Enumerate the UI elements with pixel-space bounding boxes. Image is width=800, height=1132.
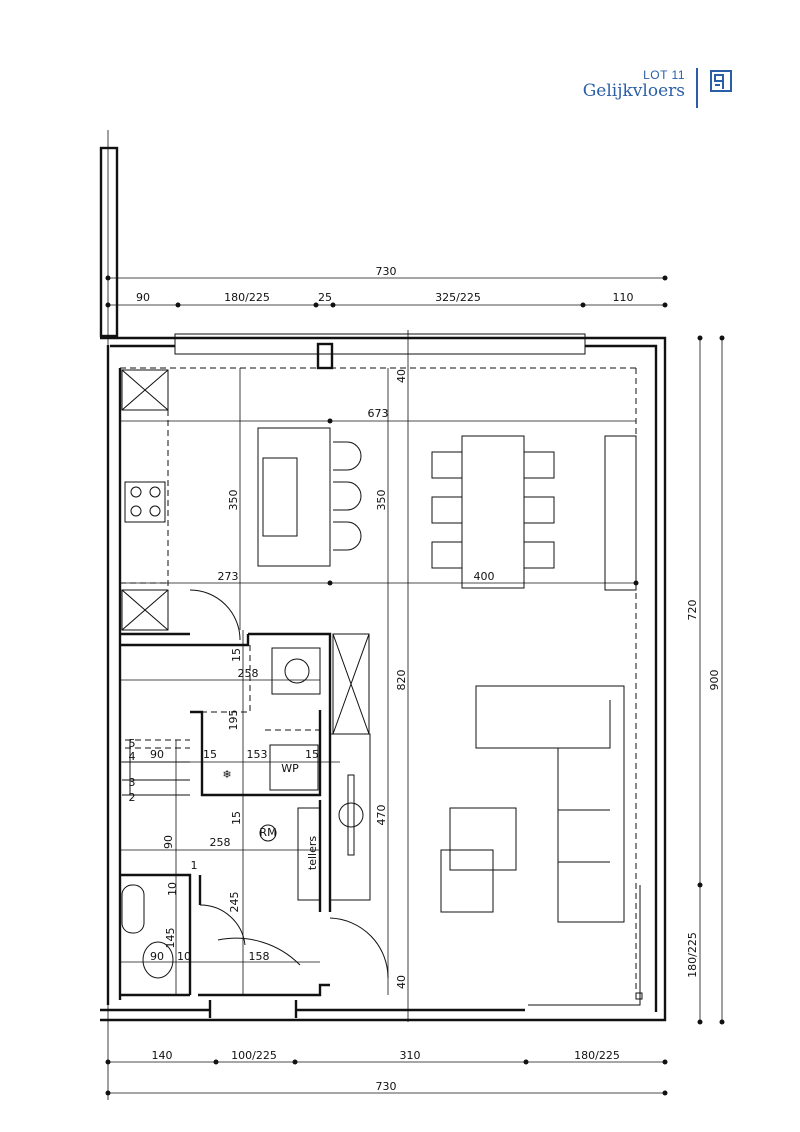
dim-label: 258 [210, 836, 231, 849]
cooktop [124, 481, 166, 523]
cabinet [121, 369, 169, 411]
dim-label: 258 [238, 667, 259, 680]
coffee-table [449, 807, 517, 871]
header: LOT 11 Gelijkvloers [583, 68, 685, 100]
dim-label: 820 [395, 670, 408, 691]
dim-top-seg: 25 [318, 291, 332, 304]
dim-top-seg: 325/225 [435, 291, 481, 304]
dim-bottom-total: 730 [376, 1080, 397, 1093]
dim-label: 90 [150, 748, 164, 761]
dim-label: 153 [247, 748, 268, 761]
walls [99, 146, 667, 1022]
dim-label: 90 [150, 950, 164, 963]
stair-step: 3 [129, 776, 136, 789]
dim-top-seg: 110 [613, 291, 634, 304]
dim-top-seg: 90 [136, 291, 150, 304]
floorplan-icon [710, 70, 732, 92]
dim-label: 195 [227, 710, 240, 731]
kitchen-island [257, 427, 331, 567]
dim-right: 720 [686, 600, 699, 621]
dim-label: 15 [203, 748, 217, 761]
floor-title: Gelijkvloers [582, 81, 685, 101]
meters-cabinet [297, 807, 321, 901]
dim-label: 245 [228, 892, 241, 913]
heat-pump-label: WP [281, 762, 299, 775]
dim-label: 470 [375, 805, 388, 826]
dim-top-total: 730 [376, 265, 397, 278]
washing-machine [271, 647, 321, 695]
dim-label: 40 [395, 369, 408, 383]
dim-label: 400 [474, 570, 495, 583]
freezer-icon: ❄ [222, 768, 231, 781]
dim-bottom-seg: 310 [400, 1049, 421, 1062]
dim-label: 10 [166, 882, 179, 896]
meters-label: tellers [306, 836, 319, 870]
dim-label: 350 [375, 490, 388, 511]
dim-label: 350 [227, 490, 240, 511]
dim-bottom-seg: 140 [152, 1049, 173, 1062]
rm-label: RM [259, 826, 276, 839]
washbasin [121, 884, 145, 934]
dim-label: 273 [218, 570, 239, 583]
dimension-labels: 730 90 180/225 25 325/225 110 140 100/22… [129, 265, 722, 1093]
dim-right: 900 [708, 670, 721, 691]
dim-bottom-seg: 100/225 [231, 1049, 277, 1062]
stair-step: 5 [129, 737, 136, 750]
lot-number: LOT 11 [643, 68, 685, 82]
dim-right: 180/225 [686, 932, 699, 978]
dim-label: 158 [249, 950, 270, 963]
dim-label: 145 [164, 928, 177, 949]
dim-label: 15 [230, 811, 243, 825]
dim-label: 10 [177, 950, 191, 963]
dining-table [461, 435, 525, 589]
dim-label: 90 [162, 835, 175, 849]
toilet [142, 941, 174, 979]
dim-label: 673 [368, 407, 389, 420]
dimension-lines [105, 130, 725, 1100]
dim-bottom-seg: 180/225 [574, 1049, 620, 1062]
dim-label: 15 [230, 648, 243, 662]
stair-step: 1 [191, 859, 198, 872]
dim-top-seg: 180/225 [224, 291, 270, 304]
header-divider [696, 68, 698, 108]
dim-label: 15 [305, 748, 319, 761]
stair-step: 2 [129, 791, 136, 804]
dim-label: 40 [395, 975, 408, 989]
furniture [121, 369, 625, 979]
sink [262, 457, 298, 537]
stair-step: 4 [129, 750, 136, 763]
